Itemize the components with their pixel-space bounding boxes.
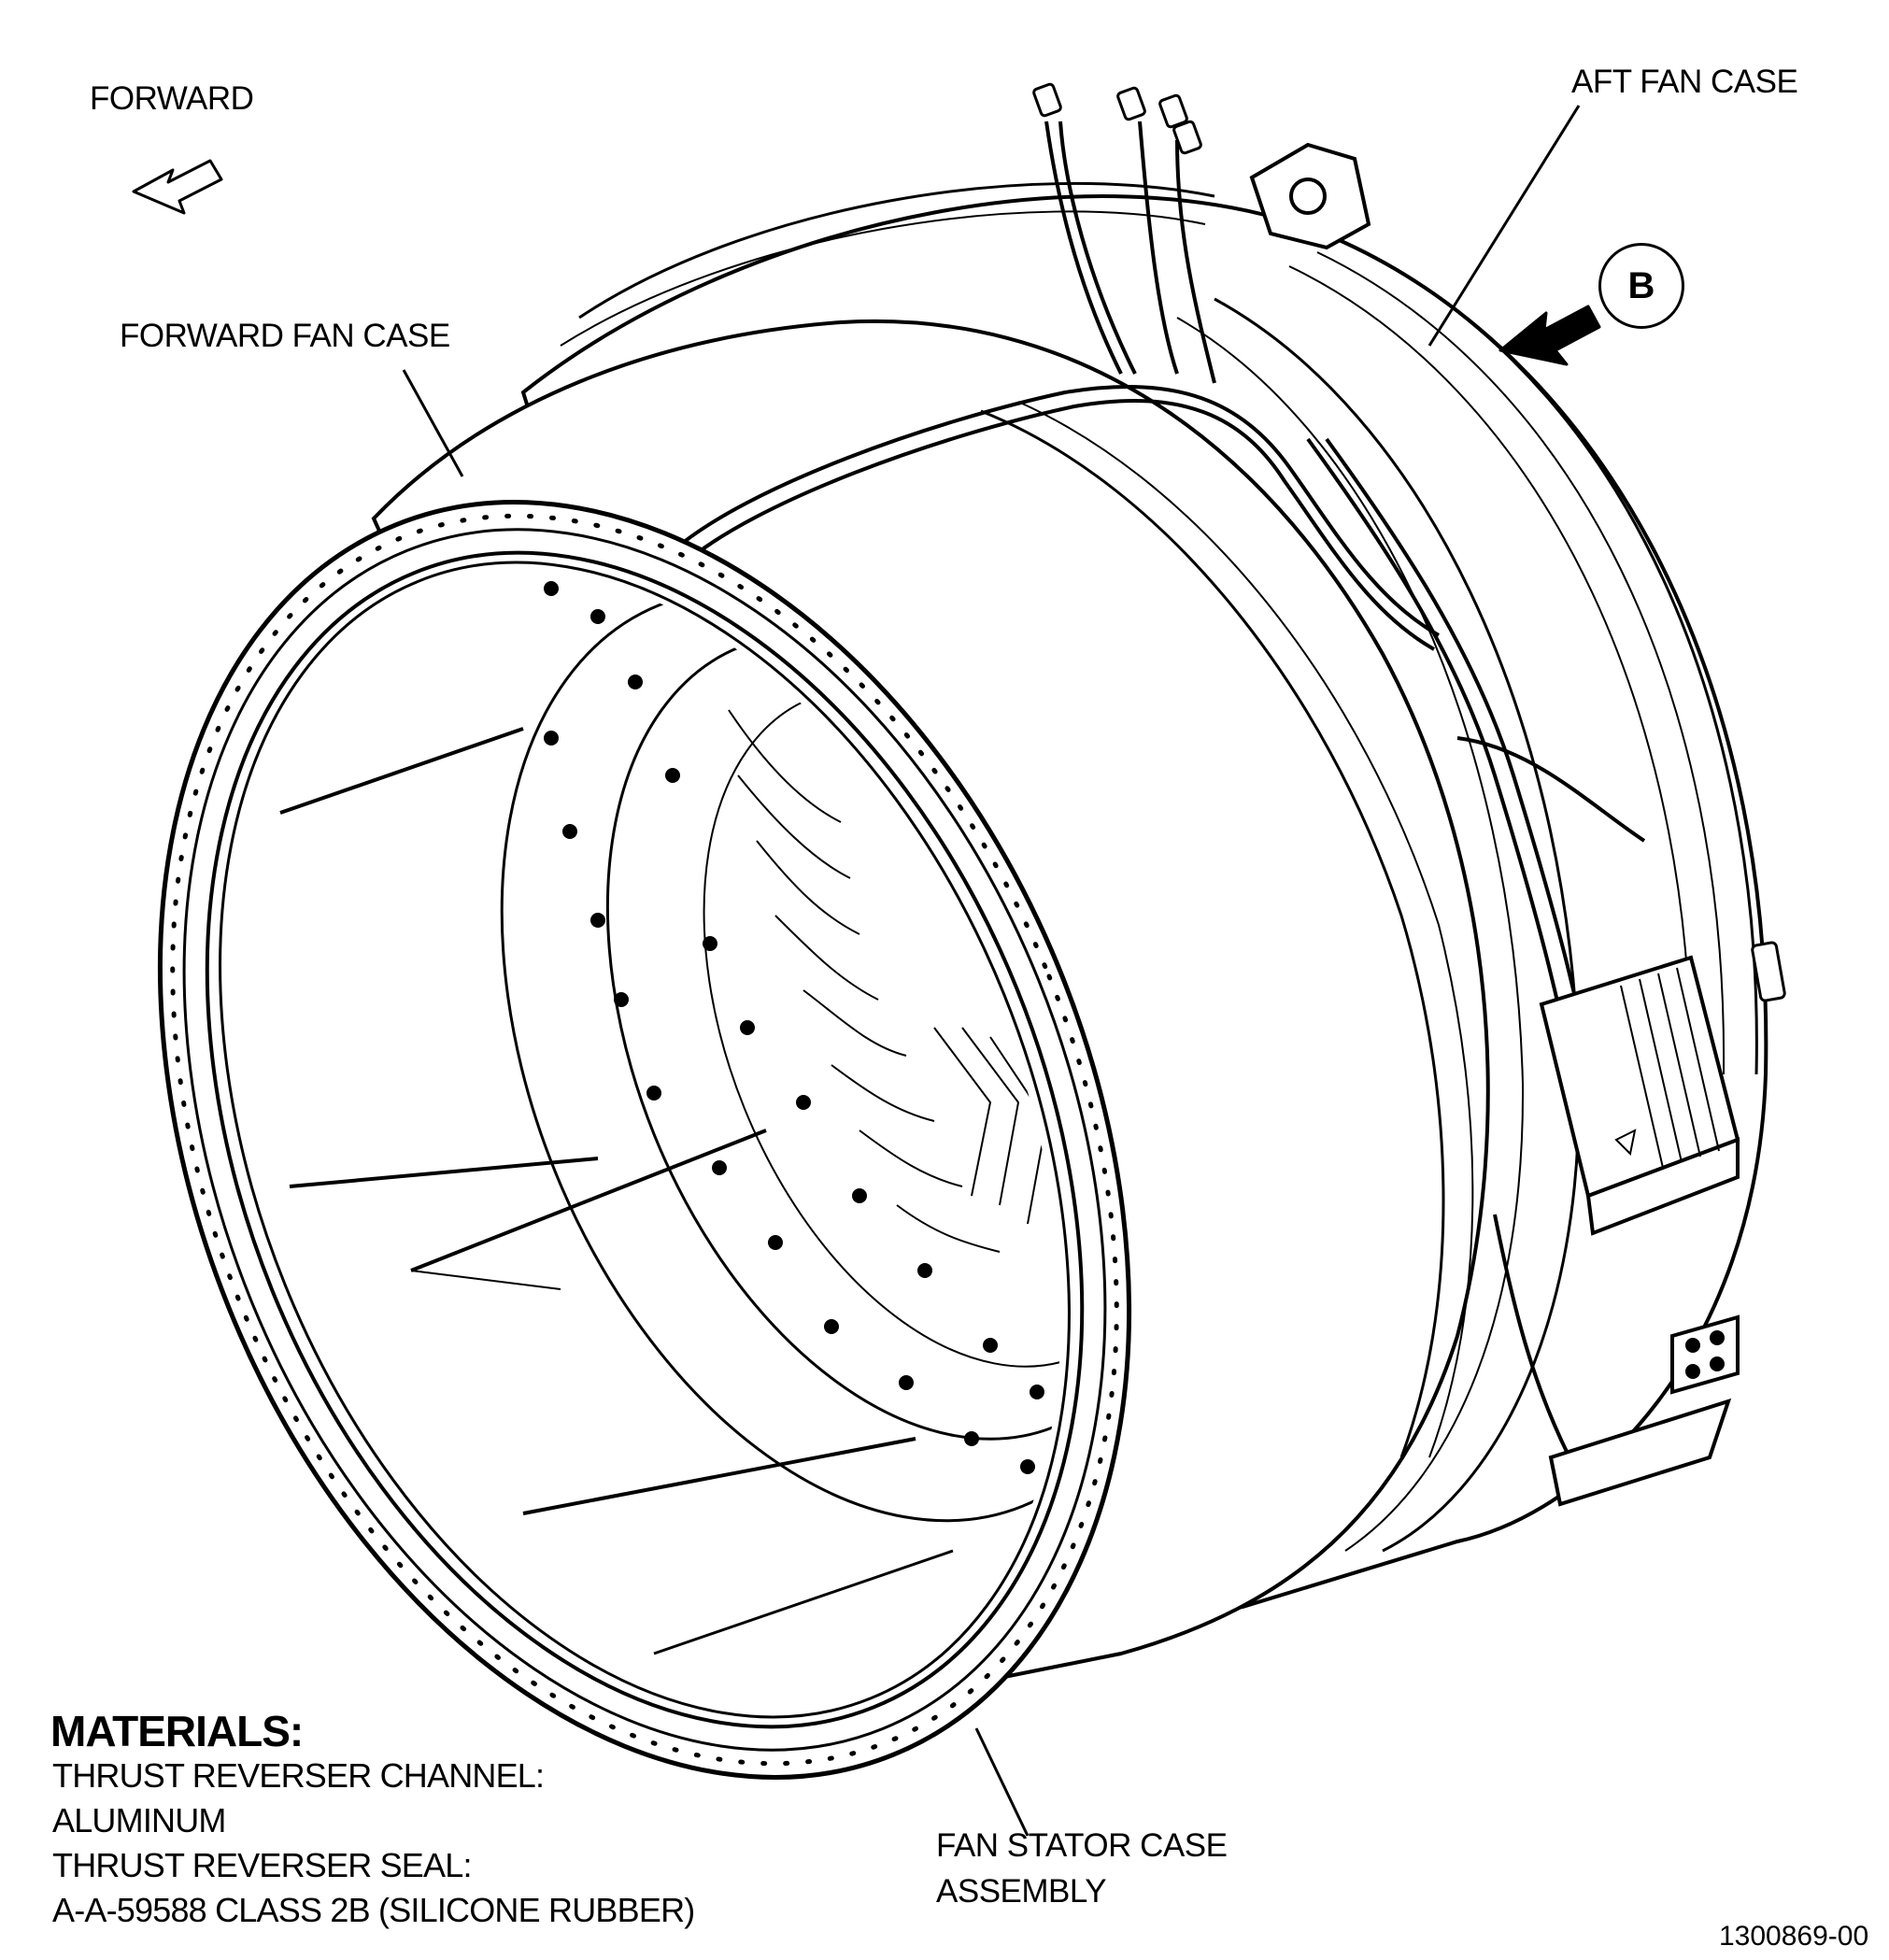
materials-line: A-A-59588 CLASS 2B (SILICONE RUBBER) [52, 1891, 695, 1929]
view-b-callout: B [1598, 243, 1684, 329]
forward-fan-case-label: FORWARD FAN CASE [120, 318, 450, 354]
control-unit [1539, 955, 1740, 1236]
fan-stator-case-label-line1: FAN STATOR CASE [936, 1827, 1228, 1864]
fan-stator-case-label-line2: ASSEMBLY [936, 1873, 1107, 1910]
upper-bracket [1249, 142, 1371, 250]
view-b-arrow-icon [1498, 305, 1601, 366]
leader-lines [402, 105, 1581, 1837]
mount-bracket [1548, 1314, 1740, 1507]
forward-arrow-icon [132, 159, 223, 215]
materials-line: THRUST REVERSER SEAL: [52, 1846, 472, 1884]
forward-label: FORWARD [90, 80, 254, 117]
materials-title: MATERIALS: [50, 1707, 304, 1755]
aft-fan-case-label: AFT FAN CASE [1571, 64, 1798, 100]
materials-line: THRUST REVERSER CHANNEL: [52, 1756, 545, 1795]
figure-id: 1300869-00 [1719, 1921, 1869, 1952]
materials-line: ALUMINUM [52, 1801, 226, 1839]
harness-connectors [1032, 82, 1786, 1002]
